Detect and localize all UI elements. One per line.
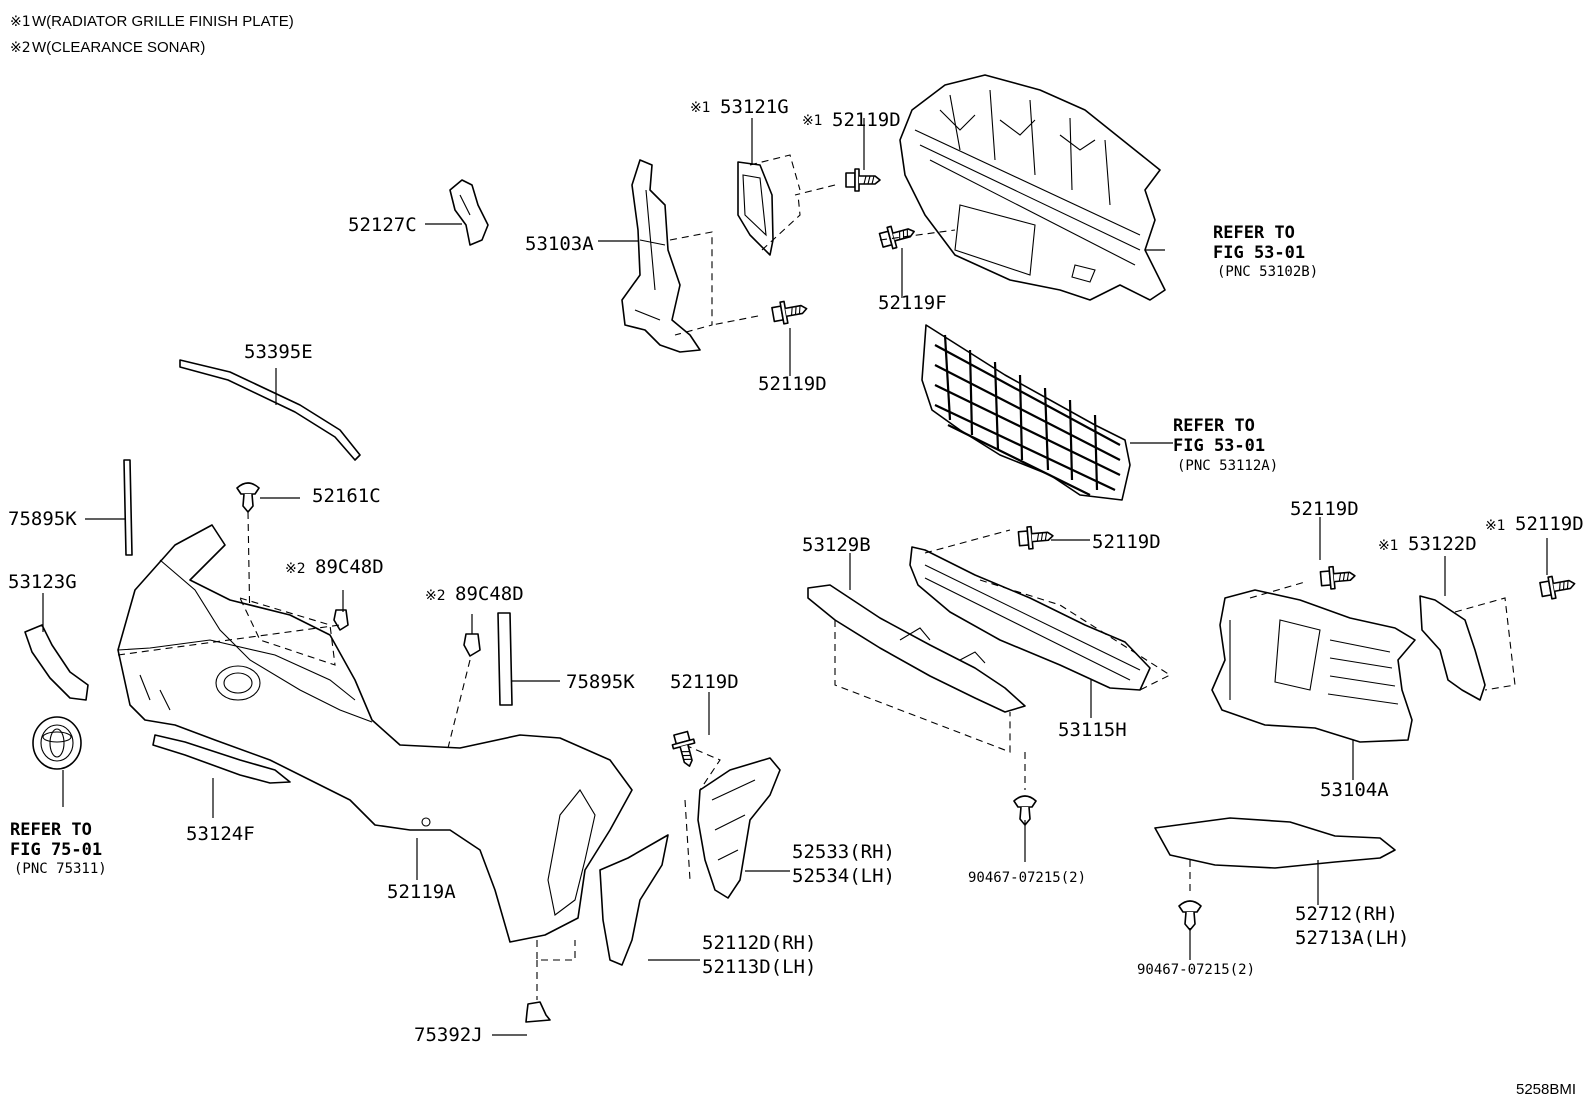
part-label-52127C: 52127C [348, 214, 417, 236]
bolt-52119D-r1 [1319, 564, 1357, 591]
svg-text:53121G: 53121G [720, 96, 789, 118]
part-label-52712: 52712(RH) [1295, 903, 1398, 925]
part-label-90467-a: 90467-07215(2) [968, 870, 1086, 886]
radiator-support-assembly [899, 74, 1166, 301]
part-label-52119D-r1: 52119D [1290, 498, 1359, 520]
bumper-cover-52119A [117, 524, 633, 943]
part-label-89C48D-a: ※2 89C48D [285, 556, 384, 578]
part-label-53124F: 53124F [186, 823, 255, 845]
ref-block-53112A: REFER TO FIG 53-01 (PNC 53112A) [1173, 416, 1278, 474]
svg-text:※2: ※2 [285, 561, 306, 577]
svg-text:REFER TO: REFER TO [10, 820, 92, 840]
part-75895K-right-shape [497, 612, 513, 706]
part-label-53395E: 53395E [244, 341, 313, 363]
part-label-53129B: 53129B [802, 534, 871, 556]
part-label-75895K-left: 75895K [8, 508, 77, 530]
ref-block-75311: REFER TO FIG 75-01 (PNC 75311) [10, 820, 107, 877]
svg-text:FIG 53-01: FIG 53-01 [1173, 436, 1265, 456]
part-label-52119D-mid: 52119D [758, 373, 827, 395]
part-label-52119D-bar: 52119D [1092, 531, 1161, 553]
lower-grille-53112A [921, 324, 1131, 501]
part-label-53103A: 53103A [525, 233, 594, 255]
part-label-52113D: 52113D(LH) [702, 956, 816, 978]
svg-text:※1: ※1 [1378, 538, 1399, 554]
part-label-52119D-top: ※1 52119D [802, 109, 901, 131]
svg-text:52119D: 52119D [1515, 513, 1584, 535]
part-label-53123G: 53123G [8, 571, 77, 593]
part-label-53121G: ※1 53121G [690, 96, 789, 118]
part-label-52119F: 52119F [878, 292, 947, 314]
part-53115H-shape [909, 529, 1172, 691]
part-label-53104A: 53104A [1320, 779, 1389, 801]
part-label-53115H: 53115H [1058, 719, 1127, 741]
bolt-52119D-lower [669, 729, 701, 770]
part-53121G-shape [737, 154, 801, 256]
bolt-52119D-top [845, 168, 881, 192]
part-label-75392J: 75392J [414, 1024, 483, 1046]
bolt-52119D-r2 [1538, 572, 1578, 602]
clip-75392J [525, 1001, 551, 1023]
svg-text:FIG 75-01: FIG 75-01 [10, 840, 102, 860]
svg-text:FIG 53-01: FIG 53-01 [1213, 243, 1305, 263]
svg-text:52119D: 52119D [832, 109, 901, 131]
svg-text:89C48D: 89C48D [315, 556, 384, 578]
part-53103A-shape [621, 159, 713, 353]
svg-text:W(CLEARANCE SONAR): W(CLEARANCE SONAR) [32, 39, 205, 56]
part-53104A-shape [1211, 581, 1416, 743]
svg-text:89C48D: 89C48D [455, 583, 524, 605]
part-52127C-shape [449, 179, 489, 246]
footnote-1: ※1 W(RADIATOR GRILLE FINISH PLATE) [10, 13, 294, 30]
part-label-53122D: ※1 53122D [1378, 533, 1477, 555]
svg-text:※2: ※2 [10, 40, 31, 56]
svg-text:※1: ※1 [1485, 518, 1506, 534]
svg-text:W(RADIATOR GRILLE FINISH PLATE: W(RADIATOR GRILLE FINISH PLATE) [32, 13, 294, 30]
part-label-52119D-r2: ※1 52119D [1485, 513, 1584, 535]
svg-text:(PNC 75311): (PNC 75311) [14, 861, 107, 877]
bolt-52119F [877, 220, 918, 252]
bolt-52119D-mid [770, 297, 810, 327]
part-label-75895K-right: 75895K [566, 671, 635, 693]
part-label-89C48D-b: ※2 89C48D [425, 583, 524, 605]
part-53123G-shape [24, 624, 89, 701]
part-label-52534: 52534(LH) [792, 865, 895, 887]
svg-text:※1: ※1 [802, 113, 823, 129]
bolt-52119D-bar [1017, 524, 1055, 551]
svg-text:※1: ※1 [10, 14, 31, 30]
figure-code: 5258BMI [1516, 1081, 1576, 1098]
part-label-52119A: 52119A [387, 881, 456, 903]
svg-text:※2: ※2 [425, 588, 446, 604]
part-label-52119D-lower: 52119D [670, 671, 739, 693]
part-52112D-shape [599, 834, 669, 966]
part-53395E-shape [179, 359, 361, 461]
part-53122D-shape [1419, 595, 1516, 701]
emblem-75311 [32, 716, 82, 770]
svg-text:(PNC 53102B): (PNC 53102B) [1217, 264, 1318, 280]
ref-block-53102B: REFER TO FIG 53-01 (PNC 53102B) [1213, 223, 1318, 280]
svg-text:(PNC 53112A): (PNC 53112A) [1177, 458, 1278, 474]
svg-text:※1: ※1 [690, 100, 711, 116]
sonar-clip-b [463, 633, 481, 657]
part-52533-shape [684, 744, 781, 899]
part-53124F-shape [152, 734, 291, 784]
sonar-clip-a [333, 609, 349, 631]
part-53129B-shape [807, 584, 1026, 753]
part-label-52713A: 52713A(LH) [1295, 927, 1409, 949]
clip-90467-b [1178, 900, 1202, 931]
footnote-2: ※2 W(CLEARANCE SONAR) [10, 39, 205, 56]
part-label-90467-b: 90467-07215(2) [1137, 962, 1255, 978]
leader-lines [42, 118, 1548, 1036]
part-52712-shape [1154, 817, 1396, 869]
clip-52161C [236, 482, 260, 513]
svg-text:REFER TO: REFER TO [1213, 223, 1295, 243]
svg-text:REFER TO: REFER TO [1173, 416, 1255, 436]
part-label-52161C: 52161C [312, 485, 381, 507]
part-75895K-left-shape [123, 459, 133, 556]
part-label-52112D: 52112D(RH) [702, 932, 816, 954]
svg-text:53122D: 53122D [1408, 533, 1477, 555]
part-label-52533: 52533(RH) [792, 841, 895, 863]
